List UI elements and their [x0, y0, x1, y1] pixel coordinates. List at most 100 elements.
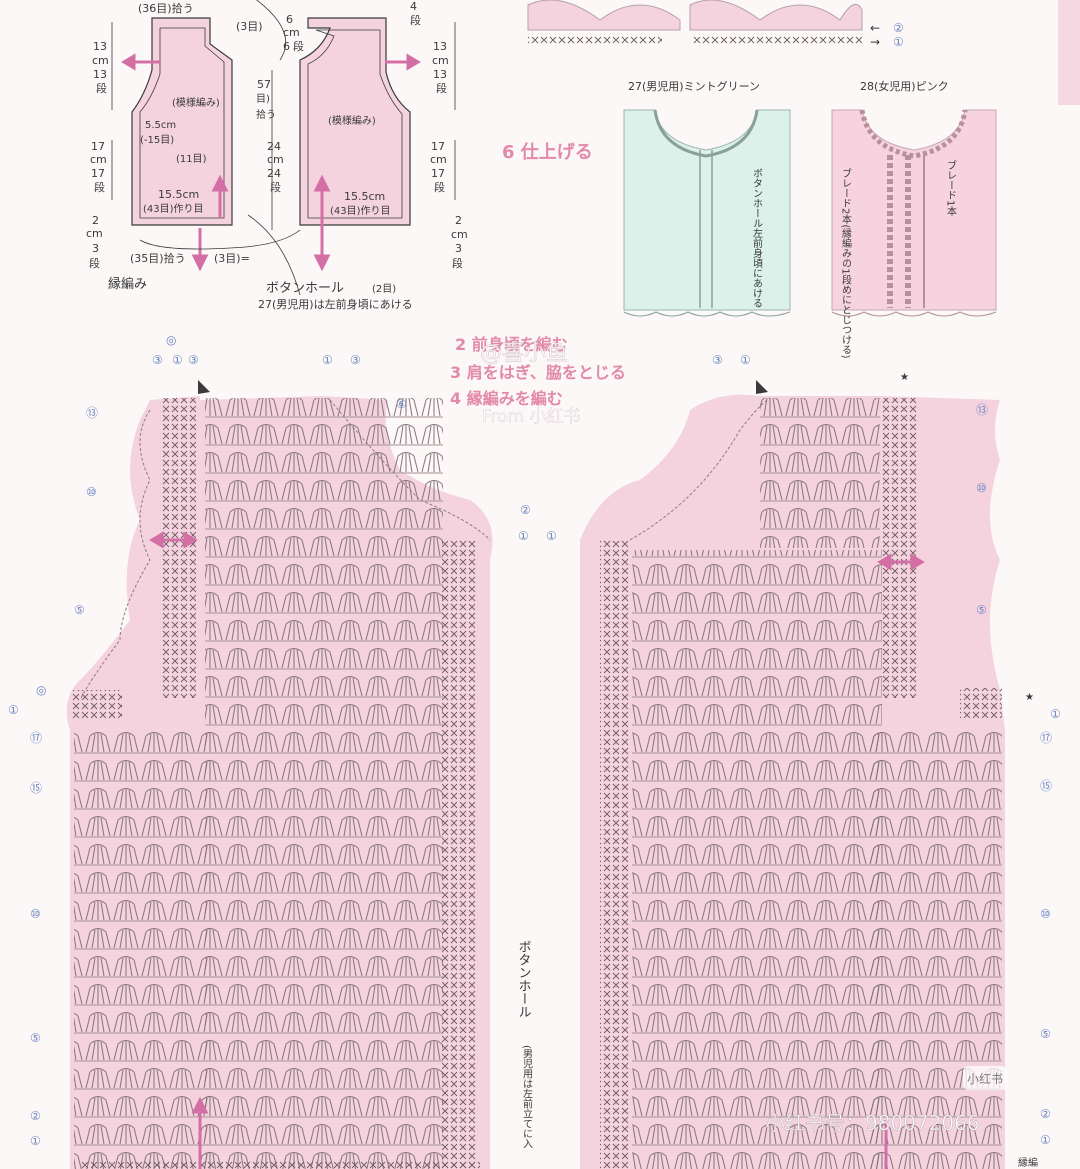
cast-left: 15.5cm — [158, 188, 199, 201]
watermark-id: 小红书号：980072066 — [765, 1111, 980, 1135]
buttonhole-st: (2目) — [372, 284, 396, 295]
cast-left-st: (43目)作り目 — [143, 203, 204, 215]
edging-label: 縁編み — [108, 276, 147, 292]
garment-schematic: (36目)拾う (3目) 6 cm 6 段 4 段 13 cm 13 段 13 … — [86, 0, 468, 311]
right-star-2: ★ — [1025, 692, 1034, 703]
left-circle-marker: ◎ — [166, 333, 176, 347]
right-13: 13 — [433, 40, 447, 53]
right-13-dan: 13 — [433, 68, 447, 81]
left-17: 17 — [91, 140, 105, 153]
left-dan: 段 — [96, 81, 107, 95]
right-row-labels: ③ ① ★ ⑬ ⑩ ⑤ ★ ① ⑰ ⑮ ⑩ ⑤ ② ① 縁編 — [712, 353, 1061, 1169]
left-row-labels: ◎ ③ ① ③ ① ③ ⑬ ⑩ ⑤ ◎ ① ⑰ ⑮ ⑩ ⑤ ② ① ⑥ ② ① … — [8, 333, 557, 1149]
girl-braid-1-note: ブレード1本 — [945, 159, 957, 217]
cast-right-st: (43目)作り目 — [330, 205, 391, 217]
step-6-finish: 6 仕上げる — [502, 141, 593, 163]
girl-braid-2-note: ブレード2本(縁編みの1段めにとじつける) — [840, 167, 852, 359]
left-2-cm: cm — [86, 227, 103, 240]
right-dan: 段 — [410, 13, 421, 27]
girl-cardigan-illustration — [831, 109, 997, 311]
schematic-back-neck-label: (3目) — [236, 20, 263, 33]
top-row-2: ② — [893, 21, 904, 35]
buttonhole-vertical: ボタンホール — [516, 940, 531, 1018]
center-24: 24 — [267, 140, 281, 153]
step-4: 4 縁編みを編む — [450, 389, 563, 408]
boy-note-vertical: ボタンホール左前身頃にあける — [751, 168, 763, 308]
right-edge-label: 縁編 — [1018, 1156, 1038, 1169]
left-top-r3b: ③ — [188, 353, 199, 367]
right-dan2: 段 — [436, 81, 447, 95]
left-row-1-upper: ① — [8, 703, 19, 717]
right-row-5: ⑤ — [976, 603, 987, 617]
left-row-10: ⑩ — [86, 485, 97, 499]
width-5-5-st: (-15目) — [140, 135, 174, 146]
right-3: 3 — [455, 242, 462, 255]
left-2: 2 — [92, 214, 99, 227]
left-top-r1: ① — [172, 353, 183, 367]
right-front-chart — [580, 380, 1005, 1169]
right-top-r1: ① — [740, 353, 751, 367]
mid-top-r1: ① — [322, 353, 333, 367]
left-17-dan: 段 — [94, 180, 105, 194]
watermark-from: From 小红书 — [482, 407, 581, 427]
left-row-17: ⑰ — [30, 731, 42, 745]
pick-57: 57 — [257, 78, 271, 91]
right-17-dan: 段 — [434, 180, 445, 194]
right-row-13: ⑬ — [976, 403, 988, 417]
page-edge-tab — [1058, 0, 1080, 105]
finishing-section: 6 仕上げる 27(男児用)ミントグリーン 28(女児用)ピンク ボタンホール左… — [502, 79, 997, 359]
buttonhole-note: 27(男児用)は左前身頃にあける — [258, 297, 413, 311]
left-17-cm: cm — [90, 153, 107, 166]
width-5-5: 5.5cm — [145, 120, 176, 131]
watermark-badge-bg — [963, 1066, 1007, 1090]
right-row-2: ② — [1040, 1107, 1051, 1121]
pick-57-hiro: 拾う — [256, 108, 276, 121]
mid-top-r3: ③ — [350, 353, 361, 367]
left-13: 13 — [93, 40, 107, 53]
left-row-13: ⑬ — [86, 406, 98, 420]
center-6-dan: 6 — [283, 40, 290, 53]
watermark-badge: 小红书 — [967, 1071, 1003, 1086]
left-circle-2: ◎ — [36, 683, 46, 697]
mid-row-1b: ① — [546, 529, 557, 543]
right-17-d: 17 — [431, 167, 445, 180]
step-2: 2 前身頃を編む — [455, 335, 568, 354]
right-row-15: ⑮ — [1040, 779, 1052, 793]
right-17-cm: cm — [430, 153, 447, 166]
step-3: 3 肩をはぎ、脇をとじる — [450, 363, 626, 382]
st-3: (3目)= — [214, 252, 250, 265]
buttonhole-label: ボタンホール — [266, 281, 344, 296]
right-3-dan: 段 — [452, 256, 463, 270]
left-row-10-lower: ⑩ — [30, 907, 41, 921]
right-17: 17 — [431, 140, 445, 153]
pattern-left: (模様編み) — [172, 96, 220, 109]
left-row-5-lower: ⑤ — [30, 1031, 41, 1045]
girl-cardigan-title: 28(女児用)ピンク — [860, 79, 949, 93]
pick-35: (35目)拾う — [130, 251, 186, 265]
mid-row-1: ① — [518, 529, 529, 543]
svg-text:→: → — [870, 35, 880, 49]
left-top-r3: ③ — [152, 353, 163, 367]
center-6: 6 — [286, 13, 293, 26]
right-row-10: ⑩ — [976, 481, 987, 495]
left-front-panel — [131, 17, 233, 226]
st-11: (11目) — [176, 154, 207, 165]
left-3-dan: 段 — [89, 256, 100, 270]
watermarks: @喜小鱼 From 小红书 小红书 小红书号：980072066 — [480, 341, 1007, 1135]
right-front-panel — [299, 17, 411, 226]
left-row-1: ① — [30, 1134, 41, 1148]
boy-cardigan-title: 27(男児用)ミントグリーン — [628, 79, 760, 93]
mid-row-2: ② — [520, 503, 531, 517]
right-cm: cm — [432, 54, 449, 67]
left-row-2: ② — [30, 1109, 41, 1123]
pick-57-paren: 目) — [256, 94, 270, 105]
right-row-10-lower: ⑩ — [1040, 907, 1051, 921]
center-24-dan: 段 — [270, 180, 281, 194]
steps-list: 2 前身頃を編む 3 肩をはぎ、脇をとじる 4 縁編みを編む — [450, 335, 626, 408]
right-2-cm: cm — [451, 228, 468, 241]
right-top-r3: ③ — [712, 353, 723, 367]
watermark-top: @喜小鱼 — [480, 341, 568, 366]
right-row-1-upper: ① — [1050, 707, 1061, 721]
top-edging-strip: ← ② → ① — [527, 0, 904, 49]
